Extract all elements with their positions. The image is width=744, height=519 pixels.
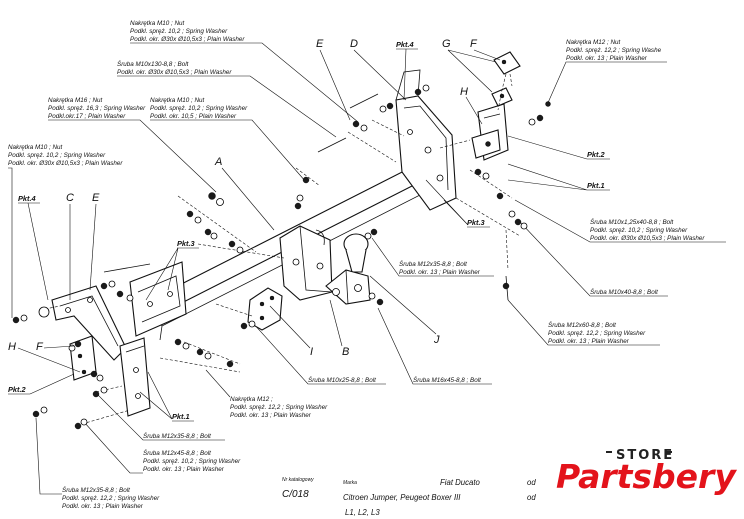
- make-value: Fiat Ducato: [440, 478, 481, 487]
- left-bracket-c: [51, 285, 151, 417]
- label-bolt-m10x25: Śruba M10x25-8,8 ; Bolt: [308, 375, 376, 384]
- label-line: Podkl. okr. 13 ; Plain Washer: [399, 269, 481, 276]
- part-letter-d: D: [350, 38, 358, 50]
- label-bolt-m10x40: Śruba M10x40-8,8 ; Bolt: [590, 287, 658, 296]
- part-letter-f: F: [470, 38, 478, 50]
- pkt-3-left: Pkt.3: [177, 239, 196, 248]
- label-line: Podkl. spręż. 12,2 ; Spring Washer: [62, 495, 160, 502]
- label-line: Podkl. spręż. 10,2 ; Spring Washer: [590, 227, 688, 234]
- label-bolt-m12x35-mid: Śruba M12x35-8,8 ; Bolt Podkl. okr. 13 ;…: [399, 259, 481, 276]
- label-line: Podkl. okr. 10,5 ; Plain Washer: [150, 113, 237, 120]
- label-bolt-m12x45: Śruba M12x45-8,8 ; Bolt Podkl. spręż. 10…: [143, 448, 241, 473]
- part-letters: E D G F H A C E H F I B J: [8, 38, 501, 373]
- make-od: od: [527, 478, 536, 487]
- label-line: Podkl. okr. 13 ; Plain Washer: [566, 55, 648, 62]
- tow-bar-frame-a: [129, 69, 457, 341]
- label-line: Śruba M12x35-8,8 ; Bolt: [399, 259, 467, 268]
- label-nut-m10-mid: Nakrętka M10 ; Nut Podkl. spręż. 10,2 ; …: [150, 97, 248, 120]
- catalog-number-label: Nr katalogowy: [282, 477, 314, 483]
- label-line: Nakrętka M10 ; Nut: [8, 144, 62, 151]
- pkt-3-mid: Pkt.3: [467, 218, 486, 227]
- label-bolt-m12x35-bottom: Śruba M12x35-8,8 ; Bolt Podkl. spręż. 12…: [62, 485, 160, 510]
- model-value: Citroen Jumper, Peugeot Boxer III: [343, 493, 461, 502]
- label-line: Nakrętka M10 ; Nut: [150, 97, 204, 104]
- label-line: Podkl.okr.17 ; Plain Washer: [48, 113, 126, 120]
- label-nut-m10-top: Nakrętka M10 ; Nut Podkl. spręż. 10,2 ; …: [130, 20, 245, 43]
- pkt-4-top: Pkt.4: [396, 40, 414, 49]
- label-line: Podkl. spręż. 10,2 ; Spring Washer: [8, 152, 106, 159]
- label-nut-m12-right: Nakrętka M12 ; Nut Podkl. spręż. 12,2 ; …: [566, 39, 662, 62]
- label-line: Podkl. okr. 13 ; Plain Washer: [143, 466, 225, 473]
- label-line: Śruba M12x45-8,8 ; Bolt: [143, 448, 211, 457]
- label-bolt-m12x35-left: Śruba M12x35-8,8 ; Bolt: [143, 431, 211, 440]
- part-letter-a: A: [214, 156, 222, 168]
- label-line: Podkl. okr. Ø30x Ø10,5x3 ; Plain Washer: [8, 160, 123, 167]
- label-line: Podkl. okr. 13 ; Plain Washer: [548, 338, 630, 345]
- label-line: Podkl. okr. Ø30x Ø10,5x3 ; Plain Washer: [590, 235, 705, 242]
- catalog-number: C/018: [282, 489, 309, 500]
- label-line: Podkl. okr. 13 ; Plain Washer: [62, 503, 144, 510]
- model-od: od: [527, 493, 536, 502]
- label-line: Podkl. okr. 13 ; Plain Washer: [230, 412, 312, 419]
- label-line: Podkl. okr. Ø30x Ø10,5x3 ; Plain Washer: [117, 69, 232, 76]
- part-letter-b: B: [342, 346, 349, 358]
- label-line: Podkl. spręż. 10,2 ; Spring Washer: [130, 28, 228, 35]
- logo-name-text: Partsbery: [556, 457, 737, 496]
- label-line: Śruba M10x25-8,8 ; Bolt: [308, 375, 376, 384]
- label-nut-m10-left: Nakrętka M10 ; Nut Podkl. spręż. 10,2 ; …: [8, 144, 123, 167]
- pkt-1-bottom: Pkt.1: [172, 412, 190, 421]
- label-line: Podkl. okr. Ø30x Ø10,5x3 ; Plain Washer: [130, 36, 245, 43]
- tow-ball-j: [325, 233, 371, 305]
- partsbery-logo: STORE Partsbery: [556, 448, 737, 496]
- label-line: Podkl. spręż. 12,2 ; Spring Washer: [230, 404, 328, 411]
- part-letter-h-left: H: [8, 341, 16, 353]
- label-line: Śruba M16x45-8,8 ; Bolt: [413, 375, 481, 384]
- part-letter-c-left: C: [66, 192, 74, 204]
- label-line: Śruba M10x1,25x40-8,8 ; Bolt: [590, 217, 674, 226]
- label-line: Podkl. spręż. 10,2 ; Spring Washer: [150, 105, 248, 112]
- label-bolt-m10x125x40: Śruba M10x1,25x40-8,8 ; Bolt Podkl. sprę…: [590, 217, 705, 242]
- point-markers: Pkt.4 Pkt.4 Pkt.3 Pkt.3 Pkt.2 Pkt.1 Pkt.…: [8, 40, 610, 422]
- part-letter-j: J: [433, 334, 440, 346]
- label-line: Śruba M12x35-8,8 ; Bolt: [143, 431, 211, 440]
- part-letter-e-left: E: [92, 192, 100, 204]
- label-nut-m12-bottom: Nakrętka M12 ; Podkl. spręż. 12,2 ; Spri…: [230, 396, 328, 419]
- part-letter-i: I: [310, 346, 313, 358]
- part-letter-e: E: [316, 38, 324, 50]
- label-line: Podkl. spręż. 16,3 ; Spring Washer: [48, 105, 146, 112]
- pkt-1-right: Pkt.1: [587, 181, 605, 190]
- label-nut-m16: Nakrętka M16 ; Nut Podkl. spręż. 16,3 ; …: [48, 97, 146, 120]
- label-line: Nakrętka M12 ;: [230, 396, 273, 403]
- label-line: Nakrętka M16 ; Nut: [48, 97, 102, 104]
- pkt-2-left: Pkt.2: [8, 385, 27, 394]
- hardware: [12, 84, 551, 430]
- label-bolt-m10x130: Śruba M10x130-8,8 ; Bolt Podkl. okr. Ø30…: [117, 59, 232, 76]
- label-line: Nakrętka M12 ; Nut: [566, 39, 620, 46]
- assembly-lines: [39, 119, 521, 425]
- label-line: Podkl. spręż. 12,2 ; Spring Washe: [566, 47, 662, 54]
- part-letter-g: G: [442, 38, 451, 50]
- part-letter-h: H: [460, 86, 468, 98]
- label-line: Śruba M10x40-8,8 ; Bolt: [590, 287, 658, 296]
- make-label: Marka: [343, 480, 357, 486]
- socket-plate-b: [247, 287, 283, 331]
- variants: L1, L2, L3: [345, 508, 380, 517]
- label-line: Podkl. spręż. 10,2 ; Spring Washer: [143, 458, 241, 465]
- pkt-4-left: Pkt.4: [18, 194, 36, 203]
- label-bolt-m12x60: Śruba M12x60-8,8 ; Bolt Podkl. spręż. 12…: [548, 320, 646, 345]
- label-line: Śruba M12x35-8,8 ; Bolt: [62, 485, 130, 494]
- label-line: Śruba M10x130-8,8 ; Bolt: [117, 59, 189, 68]
- logo-store-text: STORE: [616, 448, 674, 463]
- label-line: Nakrętka M10 ; Nut: [130, 20, 184, 27]
- label-line: Śruba M12x60-8,8 ; Bolt: [548, 320, 616, 329]
- label-bolt-m16x45: Śruba M16x45-8,8 ; Bolt: [413, 375, 481, 384]
- right-bracket-h: [471, 51, 521, 161]
- pkt-2-right: Pkt.2: [587, 150, 606, 159]
- part-letter-f-left: F: [36, 341, 44, 353]
- title-block: Nr katalogowy C/018 Marka Fiat Ducato od…: [282, 477, 536, 517]
- label-line: Podkl. spręż. 12,2 ; Spring Washer: [548, 330, 646, 337]
